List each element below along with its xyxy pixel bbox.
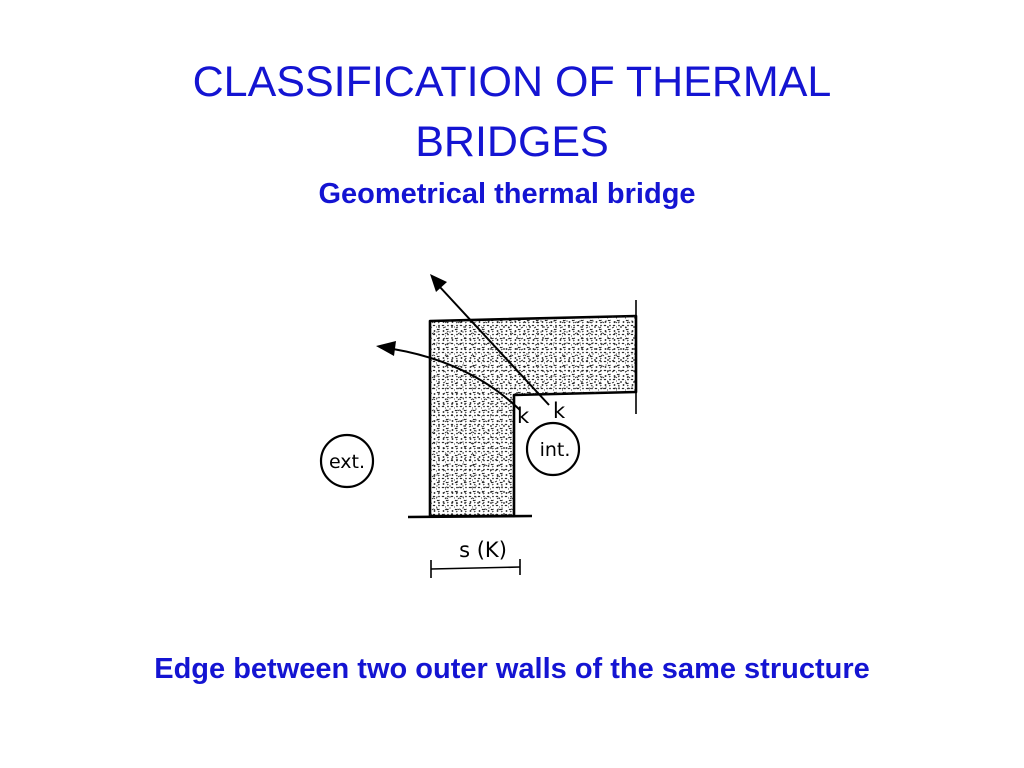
slide-subtitle: Geometrical thermal bridge: [318, 178, 696, 210]
arrowhead-lower: [376, 341, 396, 356]
slide-title: CLASSIFICATION OF THERMAL BRIDGES: [192, 58, 832, 166]
slide-caption: Edge between two outer walls of the same…: [154, 653, 870, 685]
conductance-label-2: k: [553, 399, 566, 423]
arrowhead-upper: [430, 274, 447, 292]
heat-flow-arrow-lower: [392, 348, 521, 411]
exterior-label: ext.: [329, 451, 365, 473]
exterior-marker-circle: [319, 433, 375, 489]
conductance-label-1: k: [517, 404, 530, 428]
interior-label: int.: [540, 439, 571, 461]
thickness-label: s (K): [459, 538, 507, 562]
ground-line: [407, 514, 533, 519]
thickness-dimension-line: [430, 566, 521, 570]
interior-marker-circle: [525, 421, 581, 477]
heat-flow-arrow-upper: [438, 285, 550, 406]
